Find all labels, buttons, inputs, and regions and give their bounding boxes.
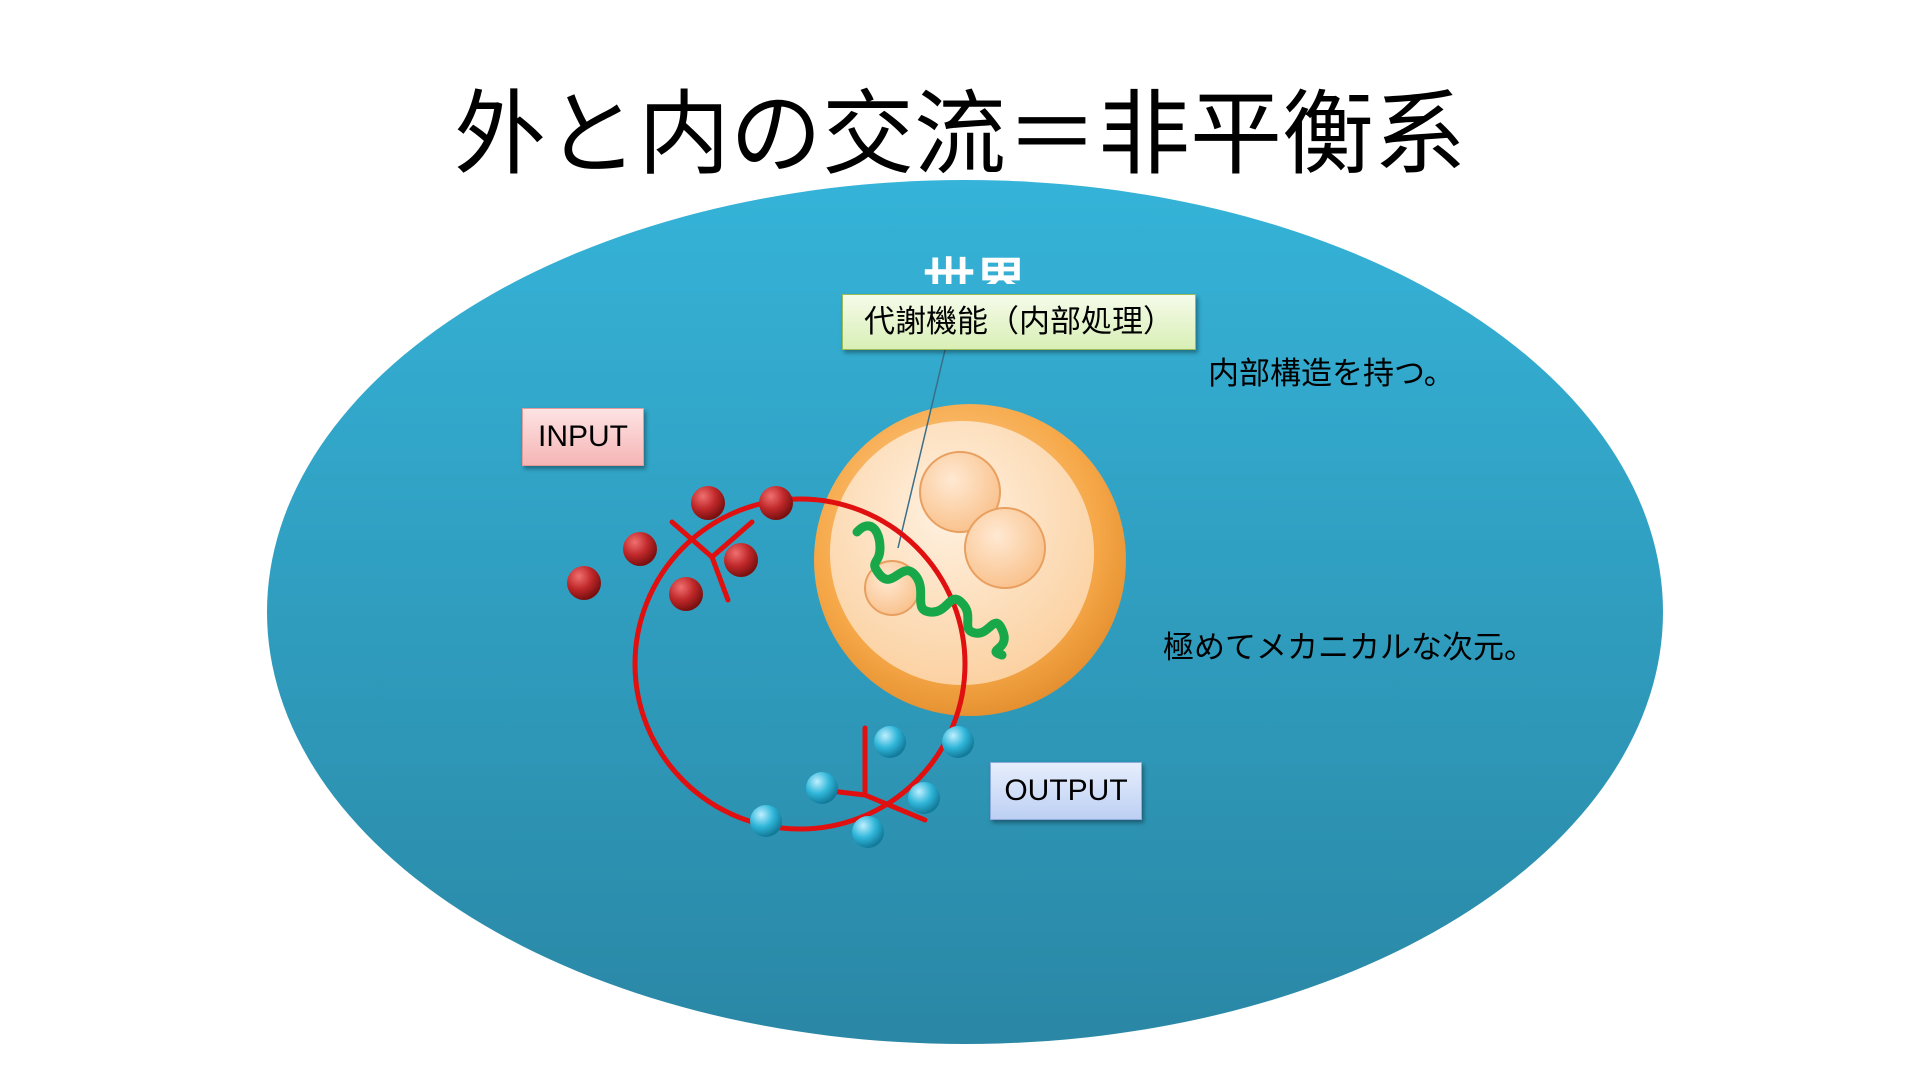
note-internal-structure: 内部構造を持つ。: [1208, 356, 1455, 392]
input-receptor: [669, 519, 755, 603]
output-tag: OUTPUT: [990, 762, 1142, 820]
input-particle: [691, 486, 725, 520]
metabolic-wave: [852, 521, 1009, 660]
input-particle: [567, 566, 601, 600]
organelle: [814, 404, 1126, 716]
output-particle: [908, 782, 940, 814]
boundary-circle: [632, 496, 968, 832]
output-particle: [750, 805, 782, 837]
output-particle: [852, 816, 884, 848]
input-particle: [669, 577, 703, 611]
output-particle: [874, 726, 906, 758]
inner-cell: [964, 507, 1046, 589]
inner-cell: [919, 451, 1001, 533]
input-particle: [623, 532, 657, 566]
input-particles: [567, 486, 793, 611]
output-particle: [806, 772, 838, 804]
callout-pointer: [897, 349, 946, 549]
output-particles: [750, 726, 974, 848]
note-mechanical-dimension: 極めてメカニカルな次元。: [1163, 630, 1535, 666]
input-tag: INPUT: [522, 408, 644, 466]
input-particle: [724, 543, 758, 577]
input-particle: [759, 486, 793, 520]
world-label: 世界: [922, 254, 1027, 284]
metabolism-callout: 代謝機能（内部処理）: [842, 294, 1196, 350]
output-particle: [942, 726, 974, 758]
slide-title: 外と内の交流＝非平衡系: [453, 81, 1466, 188]
